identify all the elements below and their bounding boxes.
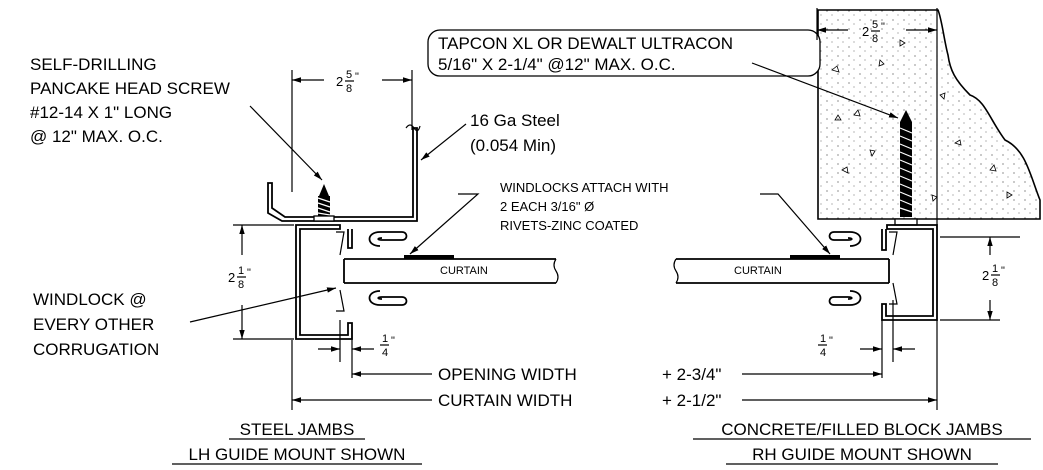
dim-left-height-whole: 2 [228, 270, 235, 285]
right-title: CONCRETE/FILLED BLOCK JAMBS RH GUIDE MOU… [693, 420, 1031, 465]
screw-label-line4: @ 12" MAX. O.C. [30, 127, 163, 146]
right-title-line1: CONCRETE/FILLED BLOCK JAMBS [721, 420, 1003, 439]
right-guide-profile [881, 224, 938, 321]
screw-label-line2: PANCAKE HEAD SCREW [30, 79, 230, 98]
dim-top-left-num: 5 [346, 69, 352, 81]
right-title-line2: RH GUIDE MOUNT SHOWN [752, 445, 972, 464]
dim-left-height-unit: " [247, 267, 251, 279]
dim-top-right-unit: " [881, 21, 885, 33]
left-guide-inner-leg [347, 229, 353, 249]
dim-opening-width: OPENING WIDTH + 2-3/4" [352, 365, 882, 384]
tapcon-label-line1: TAPCON XL OR DEWALT ULTRACON [438, 34, 733, 53]
left-title: STEEL JAMBS LH GUIDE MOUNT SHOWN [172, 420, 422, 465]
dim-top-left-whole: 2 [336, 74, 343, 89]
steel-gauge-callout: 16 Ga Steel (0.054 Min) [420, 111, 560, 161]
opening-width-label: OPENING WIDTH [438, 365, 577, 384]
steel-jamb-channel [267, 127, 418, 222]
dim-left-gap: 1 4 " [318, 320, 395, 378]
screw-label-line3: #12-14 X 1" LONG [30, 103, 172, 122]
curtain-label-left: CURTAIN [440, 265, 488, 277]
left-rivet-strip [404, 255, 454, 259]
dim-left-gap-num: 1 [382, 333, 388, 345]
left-windlock-bottom [368, 290, 408, 306]
dim-top-right-num: 5 [872, 19, 878, 31]
steel-jamb-break [405, 124, 421, 132]
dim-left-gap-unit: " [391, 335, 395, 347]
opening-width-addition: + 2-3/4" [662, 365, 721, 384]
curtain-width-addition: + 2-1/2" [662, 391, 721, 410]
right-windlock-bottom [828, 290, 862, 306]
curtain-width-label: CURTAIN WIDTH [438, 391, 572, 410]
left-title-line1: STEEL JAMBS [240, 420, 355, 439]
dim-right-gap: 1 4 " [818, 300, 915, 378]
dim-right-height-unit: " [1001, 265, 1005, 277]
left-title-line2: LH GUIDE MOUNT SHOWN [189, 445, 406, 464]
left-windlock-top [368, 231, 408, 247]
left-retainer-top [336, 231, 345, 256]
concrete-block [817, 9, 1041, 220]
dim-right-height-whole: 2 [982, 268, 989, 283]
screw-callout: SELF-DRILLING PANCAKE HEAD SCREW #12-14 … [30, 55, 323, 181]
right-windlock-top [828, 231, 862, 247]
dim-left-height-num: 1 [238, 265, 244, 277]
dim-top-right-whole: 2 [862, 24, 869, 39]
dim-left-gap-den: 4 [382, 347, 388, 359]
windlock-callout: WINDLOCK @ EVERY OTHER CORRUGATION [33, 287, 337, 359]
right-rivet-strip [790, 255, 840, 259]
steel-gauge-line1: 16 Ga Steel [470, 111, 560, 130]
left-guide-profile [295, 224, 353, 340]
dim-right-height-num: 1 [992, 263, 998, 275]
screw-label-line1: SELF-DRILLING [30, 55, 157, 74]
dim-right-gap-unit: " [829, 335, 833, 347]
left-steel-jamb-assembly [267, 124, 559, 340]
dim-top-left-unit: " [355, 71, 359, 83]
concrete-aggregate [831, 39, 1013, 202]
dim-right-height: 2 1 8 " [940, 236, 1020, 321]
dim-left-height: 2 1 8 " [228, 224, 294, 340]
left-retainer-bottom [336, 289, 345, 312]
dim-top-right: 2 5 8 " [816, 8, 938, 225]
right-guide-inner-leg [881, 229, 887, 251]
windlock-label-line1: WINDLOCK @ [33, 290, 147, 309]
right-concrete-jamb-assembly [673, 9, 1041, 321]
dim-right-height-den: 8 [992, 277, 998, 289]
right-curtain [676, 258, 890, 284]
windlock-label-line3: CORRUGATION [33, 340, 159, 359]
dim-top-right-den: 8 [872, 33, 878, 45]
dim-top-left: 2 5 8 " [291, 69, 413, 192]
windlocks-attach-callout: WINDLOCKS ATTACH WITH 2 EACH 3/16" Ø RIV… [409, 180, 831, 255]
dim-right-gap-den: 4 [820, 347, 826, 359]
dim-top-left-den: 8 [346, 83, 352, 95]
tapcon-anchor [894, 110, 918, 226]
windlocks-attach-line2: 2 EACH 3/16" Ø [500, 199, 594, 214]
tapcon-label-line2: 5/16" X 2-1/4" @12" MAX. O.C. [438, 55, 676, 74]
tapcon-callout: TAPCON XL OR DEWALT ULTRACON 5/16" X 2-1… [427, 29, 899, 119]
windlock-label-line2: EVERY OTHER [33, 315, 154, 334]
dim-curtain-width: CURTAIN WIDTH + 2-1/2" [291, 320, 938, 410]
pancake-screw [313, 184, 335, 222]
windlocks-attach-line3: RIVETS-ZINC COATED [500, 218, 638, 233]
windlocks-attach-line1: WINDLOCKS ATTACH WITH [500, 180, 669, 195]
tapcon-label-box [427, 29, 821, 77]
steel-gauge-line2: (0.054 Min) [470, 136, 556, 155]
dim-right-gap-num: 1 [820, 333, 826, 345]
dim-left-height-den: 8 [238, 279, 244, 291]
curtain-label-right: CURTAIN [734, 265, 782, 277]
